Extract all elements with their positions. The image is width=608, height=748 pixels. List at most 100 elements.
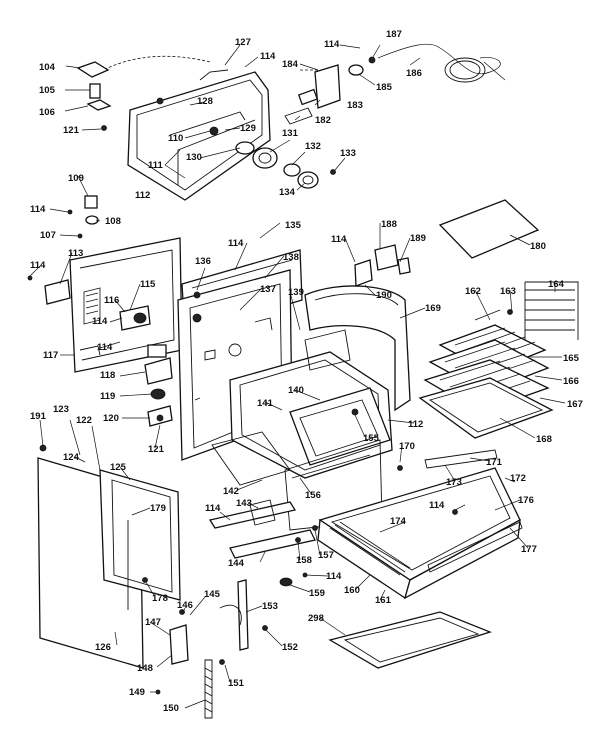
part-label: 168 xyxy=(536,434,552,445)
part-labels: 104 105 106 121 127 114 128 129 110 130 … xyxy=(30,29,583,714)
part-label: 117 xyxy=(43,350,58,361)
part-label: 136 xyxy=(195,256,211,267)
broiler-pan-298 xyxy=(328,611,492,669)
part-label: 112 xyxy=(408,419,423,430)
part-label: 105 xyxy=(39,85,56,96)
storage-drawer xyxy=(317,449,523,600)
burner-ring-parts xyxy=(156,97,336,189)
part-label: 114 xyxy=(228,238,244,249)
part-label: 169 xyxy=(425,303,441,314)
top-cover-170 xyxy=(304,285,411,412)
part-label: 171 xyxy=(486,457,503,468)
part-label: 163 xyxy=(500,286,516,297)
part-label: 114 xyxy=(92,316,108,327)
part-label: 142 xyxy=(223,486,239,497)
part-label: 122 xyxy=(76,415,92,426)
thermostat-switch-parts xyxy=(67,195,99,239)
part-label: 173 xyxy=(446,477,462,488)
part-label: 106 xyxy=(39,107,55,118)
part-label: 166 xyxy=(563,376,579,387)
part-label: 131 xyxy=(282,128,299,139)
part-label: 188 xyxy=(381,219,397,230)
part-label: 172 xyxy=(510,473,526,484)
part-label: 164 xyxy=(548,279,565,290)
part-label: 115 xyxy=(140,279,156,290)
part-label: 128 xyxy=(197,96,213,107)
oven-liner-assembly xyxy=(211,329,393,531)
part-label: 135 xyxy=(285,220,302,231)
part-label: 138 xyxy=(283,252,299,263)
switch-bracket-parts xyxy=(144,357,173,427)
part-label: 174 xyxy=(390,516,407,527)
part-label: 149 xyxy=(129,687,145,698)
part-label: 110 xyxy=(168,133,183,144)
oven-racks xyxy=(418,324,554,439)
part-label: 144 xyxy=(228,558,245,569)
part-label: 153 xyxy=(262,601,278,612)
part-label: 111 xyxy=(148,160,164,171)
part-label: 114 xyxy=(97,342,113,353)
part-label: 143 xyxy=(236,498,252,509)
part-label: 113 xyxy=(68,248,83,259)
part-label: 298 xyxy=(308,613,324,624)
part-label: 137 xyxy=(260,284,276,295)
part-label: 124 xyxy=(63,452,80,463)
part-label: 132 xyxy=(305,141,321,152)
part-label: 130 xyxy=(186,152,202,163)
part-label: 125 xyxy=(110,462,127,473)
part-label: 116 xyxy=(104,295,119,306)
part-label: 147 xyxy=(145,617,161,628)
part-label: 176 xyxy=(518,495,534,506)
part-label: 119 xyxy=(100,391,115,402)
part-label: 162 xyxy=(465,286,481,297)
part-label: 123 xyxy=(53,404,69,415)
part-label: 159 xyxy=(309,588,325,599)
part-label: 161 xyxy=(375,595,392,606)
part-label: 141 xyxy=(257,398,274,409)
part-label: 182 xyxy=(315,115,331,126)
part-label: 155 xyxy=(363,433,380,444)
part-label: 121 xyxy=(63,125,80,136)
part-label: 114 xyxy=(429,500,445,511)
part-label: 121 xyxy=(148,444,165,455)
part-label: 129 xyxy=(240,123,256,134)
part-label: 183 xyxy=(347,100,363,111)
part-label: 108 xyxy=(105,216,121,227)
small-brackets-top-left xyxy=(76,61,112,131)
part-label: 180 xyxy=(530,241,546,252)
part-label: 157 xyxy=(318,550,334,561)
control-panel-left xyxy=(27,237,183,373)
leader-lines xyxy=(29,44,566,709)
part-label: 118 xyxy=(100,370,115,381)
part-label: 107 xyxy=(40,230,56,241)
part-label: 114 xyxy=(260,51,276,62)
part-label: 114 xyxy=(331,234,347,245)
part-label: 167 xyxy=(567,399,583,410)
drawer-front-rails xyxy=(208,499,316,559)
part-label: 114 xyxy=(30,260,46,271)
part-label: 114 xyxy=(324,39,340,50)
part-label: 186 xyxy=(406,68,422,79)
side-panel-left xyxy=(37,444,181,669)
part-label: 156 xyxy=(305,490,321,501)
part-label: 104 xyxy=(39,62,56,73)
part-label: 126 xyxy=(95,642,111,653)
part-label: 145 xyxy=(204,589,221,600)
part-label: 148 xyxy=(137,663,153,674)
rack-supports-164 xyxy=(474,281,579,340)
part-label: 152 xyxy=(282,642,298,653)
part-label: 109 xyxy=(68,173,84,184)
part-label: 189 xyxy=(410,233,426,244)
part-label: 120 xyxy=(103,413,119,424)
part-label: 139 xyxy=(288,287,304,298)
part-label: 158 xyxy=(296,555,312,566)
part-label: 191 xyxy=(30,411,47,422)
part-label: 140 xyxy=(288,385,304,396)
part-label: 114 xyxy=(205,503,221,514)
part-label: 114 xyxy=(326,571,342,582)
infinite-switch-and-cord xyxy=(284,43,506,125)
part-label: 184 xyxy=(282,59,299,70)
part-label: 150 xyxy=(163,703,179,714)
